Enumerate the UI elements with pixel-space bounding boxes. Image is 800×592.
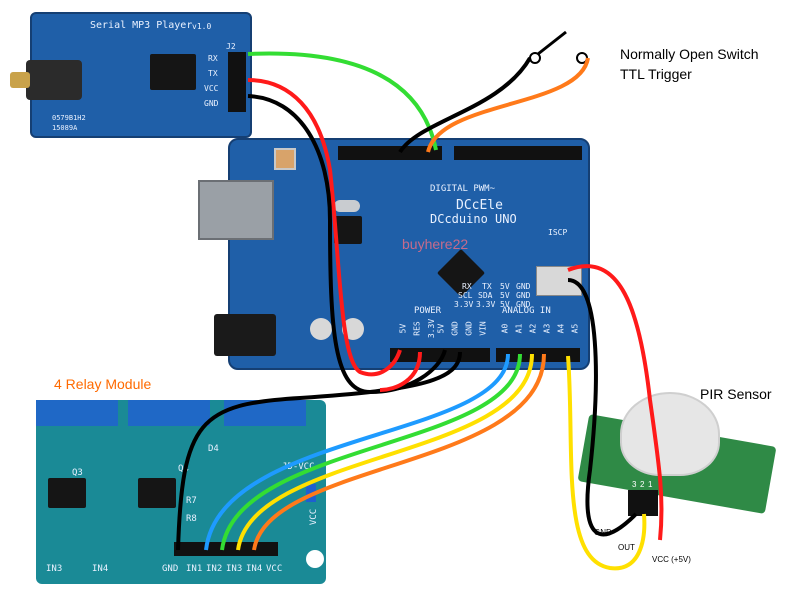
digital-header-label: DIGITAL PWM~ (430, 184, 496, 194)
header-label-33v: 3.3V (454, 300, 474, 309)
wire-yellow-relay-in3 (236, 353, 534, 551)
relay-silk-d4: D4 (208, 444, 219, 454)
usb-connector (198, 180, 274, 240)
relay-pin-in1: IN1 (186, 564, 203, 574)
wire-orange-switch (426, 57, 590, 153)
reset-button (274, 148, 296, 170)
switch-blade (537, 30, 567, 56)
wire-blue-relay-in1 (204, 353, 510, 551)
relay-silk-in3: IN3 (46, 564, 63, 574)
pir-title: PIR Sensor (700, 386, 772, 402)
mp3-header-pins (228, 52, 246, 112)
relay-3 (224, 400, 306, 426)
mp3-code-1: 0579B1H2 (52, 114, 86, 122)
relay-pin-in4: IN4 (246, 564, 263, 574)
wire-yellow-pir-out (566, 355, 647, 571)
pir-pin-out: OUT (618, 543, 635, 552)
mp3-pin-vcc: VCC (204, 84, 219, 93)
power-header (390, 348, 490, 362)
relay-2 (128, 400, 210, 426)
header-label-gnd: GND (516, 282, 531, 291)
power-label: POWER (414, 306, 442, 316)
wire-green-relay-in2 (220, 353, 522, 551)
header-label-tx: TX (482, 282, 492, 291)
pir-pin-num-1: 1 (648, 480, 653, 489)
wire-black-pir-gnd (567, 278, 638, 537)
header-label-5v-3: 5V (500, 300, 510, 309)
wire-orange-relay-in4 (252, 353, 546, 551)
relay-pin-gnd: GND (162, 564, 179, 574)
pir-pin-num-2: 2 (640, 480, 645, 489)
relay-silk-r8: R8 (186, 514, 197, 524)
relay-module-title: 4 Relay Module (54, 376, 152, 392)
mp3-pin-gnd: GND (204, 99, 219, 108)
mp3-connector-label: J2 (226, 42, 236, 51)
usb-chip (334, 216, 362, 244)
header-label-gnd-3: GND (516, 300, 531, 309)
audio-jack-plug (10, 72, 30, 88)
header-label-5v: 5V (500, 282, 510, 291)
mp3-module-version: v1.0 (192, 22, 212, 31)
optocoupler-2 (138, 478, 176, 508)
arduino-board: DIGITAL PWM~ DCcEle DCcduino UNO buyhere… (198, 138, 590, 370)
wire-red-vcc-mp3 (247, 78, 402, 377)
header-label-rx: RX (462, 282, 472, 291)
wire-black-switch (398, 56, 532, 154)
pir-pins (628, 490, 658, 516)
pir-pin-vcc: VCC (+5V) (652, 555, 691, 564)
pir-dome (620, 392, 720, 476)
relay-pin-header (174, 542, 278, 556)
mounting-hole (306, 550, 324, 568)
pir-pin-num-3: 3 (632, 480, 637, 489)
header-label-5v-2: 5V (500, 291, 510, 300)
relay-pin-vcc: VCC (266, 564, 283, 574)
relay-silk-in4: IN4 (92, 564, 109, 574)
switch-contact-left (529, 52, 541, 64)
crystal (334, 200, 360, 212)
digital-header-left (338, 146, 442, 160)
relay-1 (36, 400, 118, 426)
relay-pin-in2: IN2 (206, 564, 223, 574)
optocoupler-1 (48, 478, 86, 508)
capacitor-1 (310, 318, 332, 340)
switch-label-line1: Normally Open Switch (620, 46, 759, 62)
digital-header-right (454, 146, 582, 160)
mp3-pin-tx: TX (208, 69, 218, 78)
audio-jack (26, 60, 82, 100)
mp3-code-2: 15089A (52, 124, 78, 132)
relay-silk-q3: Q3 (72, 468, 83, 478)
mp3-chip (150, 54, 196, 90)
power-jack (214, 314, 276, 356)
relay-pin-in3: IN3 (226, 564, 243, 574)
analog-header (496, 348, 580, 362)
header-label-gnd-2: GND (516, 291, 531, 300)
relay-silk-jdvcc: JD-VCC (282, 462, 315, 472)
relay-silk-r7: R7 (186, 496, 197, 506)
watermark: buyhere22 (402, 236, 469, 252)
wire-red-relay-vcc (379, 351, 422, 392)
wire-red-pir-vcc (567, 264, 664, 541)
header-label-33v-2: 3.3V (476, 300, 496, 309)
header-label-scl: SCL (458, 291, 473, 300)
relay-module: Q3 Q4 D4 R7 R8 JD-VCC VCC IN3 IN4 GND IN… (36, 400, 326, 584)
arduino-brand: DCcEle (456, 198, 503, 213)
icsp-label: ISCP (548, 228, 568, 237)
mp3-pin-rx: RX (208, 54, 218, 63)
arduino-model: DCcduino UNO (430, 212, 517, 226)
switch-label-line2: TTL Trigger (620, 66, 692, 82)
wire-green-rx (247, 51, 438, 151)
mp3-module-title: Serial MP3 Player (90, 20, 193, 31)
mp3-player-module: Serial MP3 Player v1.0 J2 RX TX VCC GND … (10, 12, 252, 138)
analog-label: ANALOG IN (502, 306, 551, 316)
wire-black-relay-gnd (176, 351, 462, 551)
header-label-sda: SDA (478, 291, 493, 300)
